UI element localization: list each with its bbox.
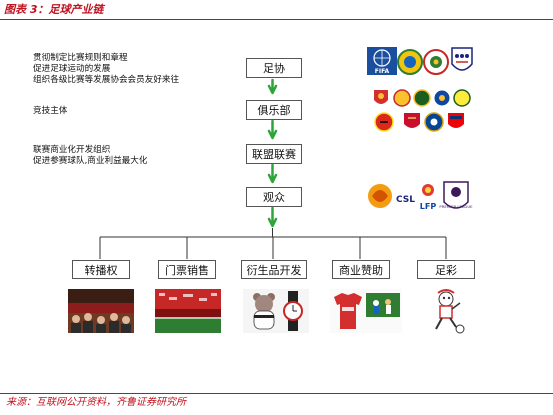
england-fa-logo [451,47,473,71]
premier-league-logo: PREMIER LEAGUE [439,181,473,209]
lottery-mascot-photo [424,287,468,335]
branch-merchandise: 衍生品开发 [241,260,307,279]
green-arrow [267,119,278,140]
club-logo [374,90,388,104]
chelsea-logo [424,112,444,132]
jersey [334,293,362,329]
csl-text: CSL [396,195,415,205]
teddy-bear [253,293,275,330]
club-logo [453,89,471,107]
branch-broadcast-rights: 转播权 [72,260,130,279]
cfa-logo [423,49,449,75]
header-rule [0,19,553,20]
match-photo [366,293,400,317]
node-audience: 观众 [246,187,302,207]
club-logo [413,89,431,107]
sponsorship-photo [330,289,402,333]
green-arrow [267,163,278,184]
branch-lottery: 足彩 [417,260,475,279]
branch-ticket-sales: 门票销售 [158,260,216,279]
arsenal-logo [448,113,464,128]
broadcast-crowd-photo [68,289,134,333]
club-description: 竞技主体 [33,106,68,116]
node-club: 俱乐部 [246,100,302,120]
green-arrow [267,206,278,228]
node-league: 联盟联赛 [246,144,302,164]
afc-logo [397,49,423,75]
source-note: 来源：互联网公开资料，齐鲁证券研究所 [6,397,186,408]
figure-title: 图表 3：足球产业链 [4,3,104,16]
fa-description-3: 组织各级比赛等发展协会会员友好来往 [33,75,180,85]
stadium-tickets-photo [155,289,221,333]
manchester-united-logo [374,112,394,132]
watch [283,291,303,331]
fa-description-2: 促进足球运动的发展 [33,64,111,74]
premier-league-text: PREMIER LEAGUE [439,204,473,209]
fa-description-1: 贯彻制定比赛规则和章程 [33,53,128,63]
liverpool-logo [404,113,420,128]
merchandise-photo [243,289,309,333]
fifa-text: FIFA [375,68,390,75]
node-fa: 足协 [246,58,302,78]
csl-logo: CSL [368,184,415,208]
footer-rule [0,393,553,394]
federation-logos: FIFA [367,47,473,75]
fifa-logo: FIFA [367,47,397,75]
lfp-text: LFP [420,202,437,211]
club-logo [393,89,411,107]
league-description-2: 促进参赛球队,商业利益最大化 [33,156,148,166]
branch-connector [99,228,447,259]
lfp-logo: LFP [420,184,437,211]
league-logos: CSL LFP PREMIER LEAGUE [368,181,473,211]
green-arrow [267,78,278,95]
club-logos [374,89,471,132]
league-description-1: 联赛商业化开发组织 [33,145,111,155]
branch-sponsorship: 商业赞助 [332,260,390,279]
club-logo [433,89,451,107]
